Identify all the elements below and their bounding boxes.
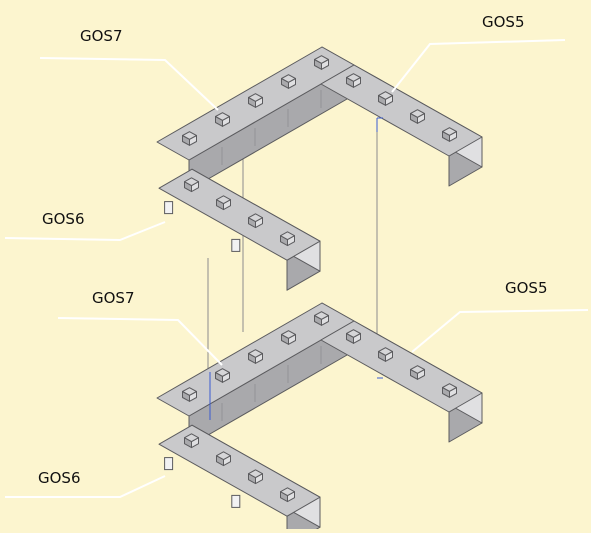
leader-line-lower-gos7 — [57, 317, 223, 366]
stud — [280, 231, 295, 247]
leader-line-upper-gos6 — [4, 221, 166, 242]
label-lower-gos5: GOS5 — [505, 279, 548, 297]
stud-top-face — [281, 330, 296, 339]
stud — [182, 387, 197, 402]
upper-assembly — [156, 46, 483, 291]
stud-top-face — [410, 109, 425, 118]
connector-slot — [231, 238, 241, 252]
stud — [410, 365, 425, 380]
stud-top-face — [182, 131, 197, 140]
stud-top-face — [248, 93, 263, 102]
leader-lines — [4, 39, 589, 498]
stud — [248, 93, 263, 108]
stud-top-face — [314, 311, 329, 320]
label-upper-gos6: GOS6 — [42, 210, 85, 228]
stud-top-face — [248, 469, 263, 479]
stud — [442, 383, 457, 398]
label-upper-gos7: GOS7 — [80, 27, 123, 45]
lower-assembly — [156, 302, 483, 533]
stud-top-face — [346, 329, 361, 338]
stud — [216, 451, 231, 467]
label-lower-gos6: GOS6 — [38, 469, 81, 487]
stud-top-face — [215, 112, 230, 121]
stud — [378, 347, 393, 362]
stud — [281, 330, 296, 345]
stud — [248, 349, 263, 364]
leader-line-lower-gos5 — [411, 309, 589, 353]
stud-top-face — [281, 74, 296, 83]
stud — [215, 368, 230, 383]
stud — [346, 73, 361, 88]
stud — [184, 177, 199, 193]
stud-top-face — [314, 55, 329, 64]
stud — [184, 433, 199, 449]
stud-top-face — [378, 347, 393, 356]
beam-gos5-top-face — [320, 64, 483, 157]
stud — [182, 131, 197, 146]
leader-line-upper-gos5 — [391, 39, 566, 93]
leader-line-upper-gos7 — [39, 57, 219, 111]
stud-top-face — [280, 487, 295, 497]
stud-top-face — [442, 383, 457, 392]
stud — [314, 311, 329, 326]
stud-top-face — [410, 365, 425, 374]
stud-top-face — [184, 433, 199, 443]
stud-top-face — [248, 349, 263, 358]
stud-top-face — [248, 213, 263, 223]
stud-top-face — [182, 387, 197, 396]
connector-slot — [231, 494, 241, 508]
stud-top-face — [378, 91, 393, 100]
stud-top-face — [280, 231, 295, 241]
label-upper-gos5: GOS5 — [482, 13, 525, 31]
connector-slot — [164, 201, 174, 215]
stud-top-face — [216, 451, 231, 461]
stud-top-face — [216, 195, 231, 205]
stud — [346, 329, 361, 344]
beam-gos6-top-face — [158, 424, 321, 517]
stud — [248, 469, 263, 485]
stud-top-face — [184, 177, 199, 187]
stud — [442, 127, 457, 142]
stud-top-face — [215, 368, 230, 377]
stud-top-face — [442, 127, 457, 136]
stud — [248, 213, 263, 229]
stud — [410, 109, 425, 124]
stud-top-face — [346, 73, 361, 82]
stud — [378, 91, 393, 106]
connector-slot — [164, 457, 174, 471]
stud — [216, 195, 231, 211]
stud — [281, 74, 296, 89]
label-lower-gos7: GOS7 — [92, 289, 135, 307]
leader-line-lower-gos6 — [5, 475, 166, 498]
beam-gos5-top-face — [320, 320, 483, 413]
stud — [314, 55, 329, 70]
beam-gos6-top-face — [158, 168, 321, 261]
stud — [280, 487, 295, 503]
stud — [215, 112, 230, 127]
alignment-guides — [207, 118, 378, 372]
